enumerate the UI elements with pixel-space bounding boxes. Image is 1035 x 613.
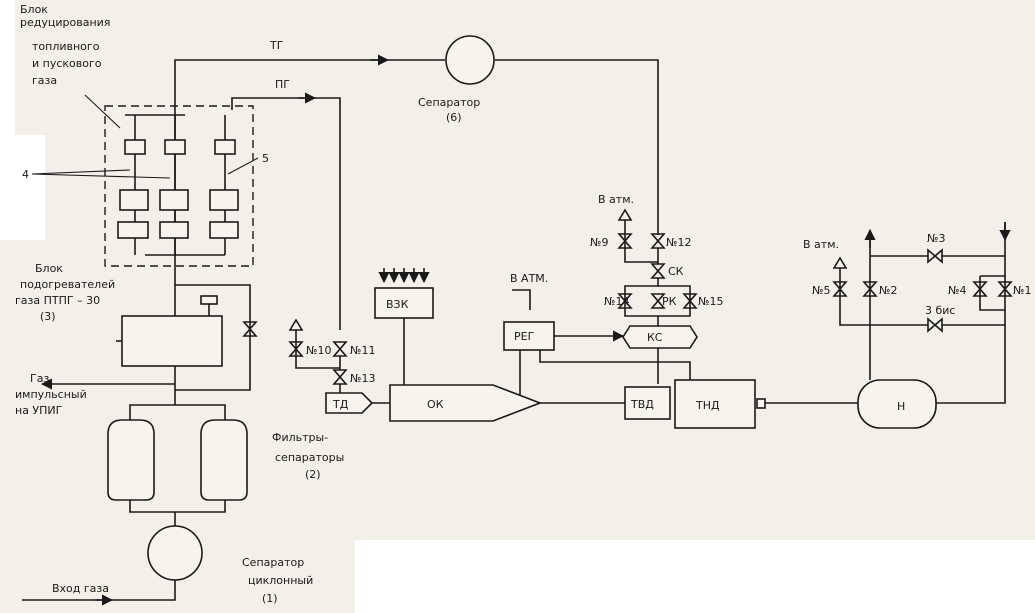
hp-turbine-tvd xyxy=(624,386,671,420)
label-valve-5: №5 xyxy=(812,284,830,297)
filters-collector-top xyxy=(129,404,226,420)
axial-compressor-ok xyxy=(389,384,543,422)
label-valve-9: №9 xyxy=(590,236,608,249)
valve-4-1-bypass xyxy=(979,275,1005,311)
valve-2 xyxy=(862,281,878,297)
label-sk: СК xyxy=(668,265,684,278)
filters-collector-bottom xyxy=(129,500,226,513)
label-valve-3bis: 3 бис xyxy=(925,304,955,317)
valve-rk xyxy=(650,293,666,309)
label-ok: ОК xyxy=(427,398,444,411)
label-separator-6-num: (6) xyxy=(446,111,462,124)
label-valve-11: №11 xyxy=(350,344,375,357)
vent-line-5 xyxy=(839,268,870,326)
label-to-atm-9: В атм. xyxy=(598,193,634,206)
label-valve-10: №10 xyxy=(306,344,331,357)
label-num-5: 5 xyxy=(262,152,269,165)
label-reg: РЕГ xyxy=(514,330,535,343)
label-to-atm-5: В атм. xyxy=(803,238,839,251)
reducing-block-internals xyxy=(117,114,239,256)
valve-15 xyxy=(682,293,698,309)
label-gas-inlet: Вход газа xyxy=(52,582,109,595)
valve-14-15-bypass xyxy=(624,285,691,317)
heater-ptpg-30 xyxy=(121,315,223,367)
label-num-4: 4 xyxy=(22,168,29,181)
leader-4b xyxy=(31,173,171,179)
label-tg: ТГ xyxy=(269,39,284,52)
label-tvd: ТВД xyxy=(630,398,654,411)
label-valve-1: №1 xyxy=(1013,284,1031,297)
label-to-atm-reg: В АТМ. xyxy=(510,272,548,285)
supercharger-n xyxy=(857,379,937,429)
valve-10 xyxy=(288,341,304,357)
air-intake-arrows xyxy=(378,268,430,284)
label-separator-6: Сепаратор xyxy=(418,96,480,109)
label-valve-14: №14 xyxy=(604,295,629,308)
label-valve-13: №13 xyxy=(350,372,375,385)
leader-4a xyxy=(31,169,131,175)
filter-separator-1 xyxy=(107,419,155,501)
heater-top-cap xyxy=(200,295,218,305)
label-impulse-gas: Газ импульсный на УПИГ xyxy=(15,372,90,417)
heater-bypass xyxy=(175,284,251,391)
label-n: Н xyxy=(897,400,905,413)
label-reducing-block: Блок редуцирования топливного и пусковог… xyxy=(20,3,114,87)
valve-11 xyxy=(332,341,348,357)
vent-arrow-9 xyxy=(617,208,633,221)
label-vzk: ВЗК xyxy=(386,298,409,311)
label-rk: РК xyxy=(662,295,677,308)
reg-signal-line xyxy=(539,350,691,380)
reg-vent-line xyxy=(512,289,531,310)
reducing-block-frame xyxy=(104,105,254,267)
lp-turbine-tnd xyxy=(674,379,756,429)
separator-6 xyxy=(445,35,495,85)
heater-bypass-valve xyxy=(242,321,258,337)
cyclone-separator-1 xyxy=(147,525,203,581)
label-valve-12: №12 xyxy=(666,236,691,249)
label-pg: ПГ xyxy=(275,78,290,91)
label-filters: Фильтры- сепараторы (2) xyxy=(272,431,348,481)
turbine-coupling xyxy=(756,398,766,409)
pg-line xyxy=(231,97,341,330)
label-valve-4: №4 xyxy=(948,284,966,297)
label-td: ТД xyxy=(332,398,349,411)
label-valve-2: №2 xyxy=(879,284,897,297)
valve-12 xyxy=(650,233,666,249)
label-tnd: ТНД xyxy=(695,399,720,412)
vent-arrow-10 xyxy=(288,318,304,331)
valve-9 xyxy=(617,233,633,249)
tg-line-right xyxy=(495,59,659,235)
gas-inlet-line xyxy=(22,580,176,601)
vent-arrow-5 xyxy=(832,256,848,269)
valve-4 xyxy=(972,281,988,297)
label-valve-15: №15 xyxy=(698,295,723,308)
valve-13 xyxy=(332,369,348,385)
label-cyclone: Сепаратор циклонный (1) xyxy=(242,556,317,605)
label-ks: КС xyxy=(647,331,663,344)
starter-turbine-td xyxy=(325,392,374,414)
valve-5 xyxy=(832,281,848,297)
valve-3 xyxy=(927,248,943,264)
leader-5 xyxy=(227,157,259,175)
valve-14 xyxy=(617,293,633,309)
label-heater-block: Блок подогревателей газа ПТПГ – 30 (3) xyxy=(15,262,119,323)
label-valve-3: №3 xyxy=(927,232,945,245)
filter-separator-2 xyxy=(200,419,248,501)
valve-sk xyxy=(650,263,666,279)
reducing-block-leader xyxy=(84,94,121,129)
valve-1 xyxy=(997,281,1013,297)
valve-3bis xyxy=(927,317,943,333)
